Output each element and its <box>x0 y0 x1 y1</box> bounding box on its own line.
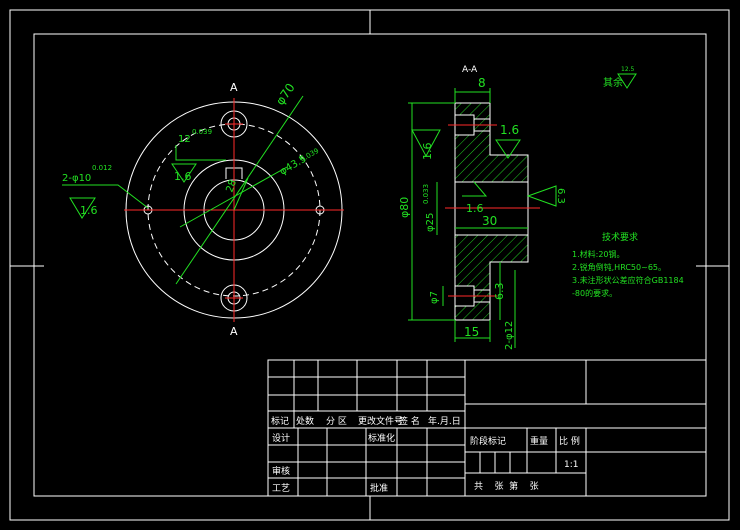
dim-step-label: 6.3 <box>493 283 506 301</box>
dim-line-outer-dia <box>175 95 304 285</box>
tb-change-doc: 更改文件号 <box>358 415 403 427</box>
general-roughness-value: 12.5 <box>621 66 635 73</box>
hatch-hub-bottom <box>455 235 528 262</box>
tech-requirements: 技术要求 1.材料:20钢。 2.锐角倒钝,HRC50~65。 3.未注形状公差… <box>572 231 684 298</box>
tech-item-3: 3.未注形状公差应符合GB1184 <box>572 275 684 285</box>
leader-holes <box>62 184 149 209</box>
hatch-flange-top-c <box>474 103 490 155</box>
roughness-2-value: 1.6 <box>500 123 519 137</box>
roughness-3-value: 1.6 <box>466 202 484 215</box>
title-block: 标记 处数 分 区 更改文件号 签 名 年.月.日 设计 标准化 阶段标记 重量… <box>267 359 707 497</box>
general-roughness-symbol <box>617 73 637 89</box>
tech-item-2: 2.锐角倒钝,HRC50~65。 <box>572 262 666 272</box>
tb-process: 工艺 <box>272 483 290 494</box>
dim-base-label: 15 <box>464 325 479 339</box>
tb-scale-value: 1:1 <box>564 460 578 470</box>
front-view: A A φ70 φ43.5 0.039 12 0.039 28 2-φ10 0.… <box>62 81 344 338</box>
tb-stage-mark: 阶段标记 <box>470 435 506 447</box>
roughness-right-symbol <box>526 185 557 207</box>
tb-standardization: 标准化 <box>368 432 395 444</box>
dim-flange-label: 8 <box>478 76 486 90</box>
hatch-hub-top <box>455 155 528 182</box>
tb-weight: 重量 <box>530 435 548 447</box>
dim-bore-label: φ25 <box>425 213 436 232</box>
dim-outer-dia-label: φ70 <box>273 81 298 108</box>
dim-bore-tol: 0.033 <box>422 184 430 204</box>
section-outline <box>454 102 529 321</box>
section-mark-top: A <box>230 81 238 94</box>
section-view: A-A 8 φ80 φ25 0.033 30 φ7 6.3 15 2-φ12 1… <box>398 65 637 350</box>
dim-bolt-circle-tol: 0.039 <box>299 147 320 164</box>
roughness-2-symbol <box>495 139 521 159</box>
section-title: A-A <box>462 65 478 75</box>
dim-length-label: 30 <box>482 214 497 228</box>
tb-scale: 比 例 <box>559 435 580 447</box>
roughness-hole-symbol <box>69 197 96 219</box>
dim-line-bolt-circle <box>179 166 288 228</box>
dim-overall-dia-label: φ80 <box>398 197 411 218</box>
dim-keyway-tol: 0.039 <box>192 128 212 136</box>
tb-count: 处数 <box>296 415 314 427</box>
tb-date: 年.月.日 <box>428 415 461 427</box>
tb-sheets: 共 张 第 张 <box>474 480 539 492</box>
roughness-1-value: 1.6 <box>421 143 434 161</box>
roughness-keyway-value: 1.6 <box>174 170 192 183</box>
section-hatch-areas <box>455 103 528 320</box>
dim-line-bore <box>233 177 249 211</box>
dim-holes-label: 2-φ10 <box>62 173 91 184</box>
hatch-flange-bottom-c <box>455 306 474 320</box>
hatch-flange-top-a <box>455 103 474 115</box>
tb-zone: 分 区 <box>326 416 347 427</box>
dim-holes-label: 2-φ12 <box>504 321 515 350</box>
tech-item-1: 1.材料:20钢。 <box>572 249 625 259</box>
tb-signature: 签 名 <box>399 415 420 427</box>
roughness-3-symbol <box>462 181 488 197</box>
hatch-flange-bottom-b <box>474 262 490 320</box>
tb-design: 设计 <box>272 432 290 444</box>
roughness-right-value: 6.3 <box>555 188 566 204</box>
tech-title: 技术要求 <box>602 231 638 243</box>
tb-review: 审核 <box>272 465 290 477</box>
roughness-keyway-symbol <box>171 163 197 183</box>
dim-bore-label: 28 <box>224 178 239 194</box>
roughness-hole-value: 1.6 <box>80 204 98 217</box>
dim-holes-tol: 0.012 <box>92 164 112 172</box>
tb-mark: 标记 <box>271 415 289 427</box>
section-mark-bottom: A <box>230 325 238 338</box>
hatch-flange-bottom-a <box>455 262 474 286</box>
general-roughness-label: 其余 <box>603 76 623 89</box>
leader-keyway <box>175 145 226 161</box>
dim-cbore-label: φ7 <box>429 291 440 304</box>
hatch-flange-top-b <box>455 135 474 155</box>
tb-approve: 批准 <box>370 482 388 494</box>
dim-keyway-label: 12 <box>178 134 191 145</box>
roughness-1-symbol <box>411 129 441 158</box>
tech-item-4: -80的要求。 <box>572 288 617 298</box>
